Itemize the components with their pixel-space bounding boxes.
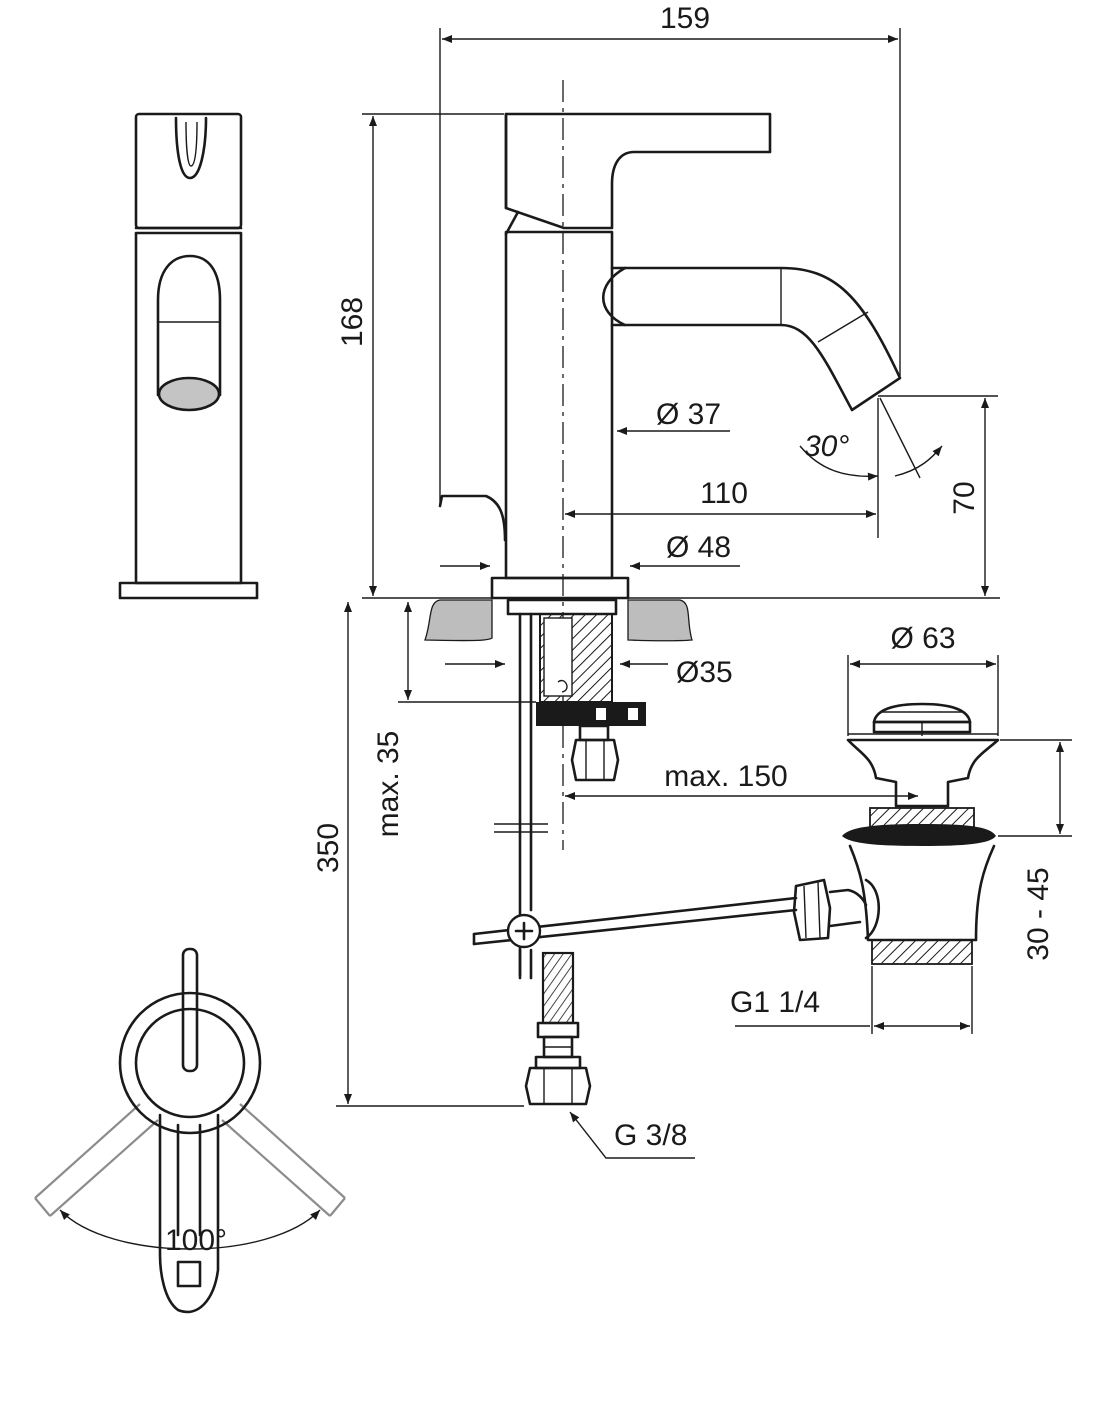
dim-350: 350	[312, 823, 345, 873]
top-lever-rod	[181, 947, 199, 1073]
fixing-nut	[536, 702, 646, 726]
waste-lever-nut	[792, 878, 832, 942]
dim-dia-48: Ø 48	[666, 531, 731, 564]
dim-max-35: max. 35	[372, 731, 405, 838]
dim-dia-37: Ø 37	[656, 398, 721, 431]
dim-angle-30: 30°	[804, 430, 849, 463]
top-body-outer	[118, 991, 262, 1135]
dim-dia-63: Ø 63	[890, 622, 955, 655]
angle-100-arc	[59, 1209, 321, 1250]
worktop	[424, 599, 693, 642]
dim-168: 168	[336, 297, 369, 347]
hose-nut	[524, 1066, 592, 1106]
front-spout	[156, 254, 222, 397]
side-base	[490, 576, 630, 600]
dim-110: 110	[700, 477, 748, 510]
side-view-mixer	[438, 80, 902, 850]
dim-thread-g38: G 3/8	[614, 1119, 687, 1152]
dim-thread-g114: G1 1/4	[730, 986, 820, 1019]
dim-angle-100: 100°	[165, 1224, 227, 1257]
dim-dia-35: Ø35	[676, 656, 733, 689]
front-lever-grip	[174, 116, 208, 180]
pop-up-rod	[438, 494, 507, 542]
pop-up-waste	[792, 702, 1000, 965]
front-view	[118, 112, 259, 600]
side-body	[504, 230, 614, 580]
dim-70: 70	[948, 481, 981, 514]
front-aerator	[157, 376, 221, 412]
waste-collar	[842, 824, 996, 846]
waste-flange	[846, 738, 1000, 808]
dim-range-30-45: 30 - 45	[1022, 867, 1055, 960]
dimension-labels: 159 168 Ø 37 30° 110 70 Ø 48 Ø 63 Ø35 ma…	[165, 2, 1055, 1257]
front-lever-body	[134, 112, 243, 230]
flexible-hose	[524, 951, 592, 1106]
top-view	[34, 947, 346, 1314]
side-spout	[610, 266, 902, 412]
side-lever	[504, 112, 772, 230]
top-body-inner	[134, 1007, 246, 1119]
waste-plug	[872, 702, 972, 724]
top-spout	[158, 1113, 220, 1314]
waste-body	[848, 844, 996, 942]
front-base-plate	[118, 581, 259, 600]
dimension-lines	[336, 28, 1072, 1159]
dim-max-150: max. 150	[664, 760, 787, 793]
under-counter-assembly	[494, 598, 646, 980]
connector-nut	[570, 738, 620, 782]
dim-159: 159	[660, 2, 710, 35]
linkage-rod	[472, 896, 798, 949]
waste-outlet-thread	[871, 939, 973, 965]
